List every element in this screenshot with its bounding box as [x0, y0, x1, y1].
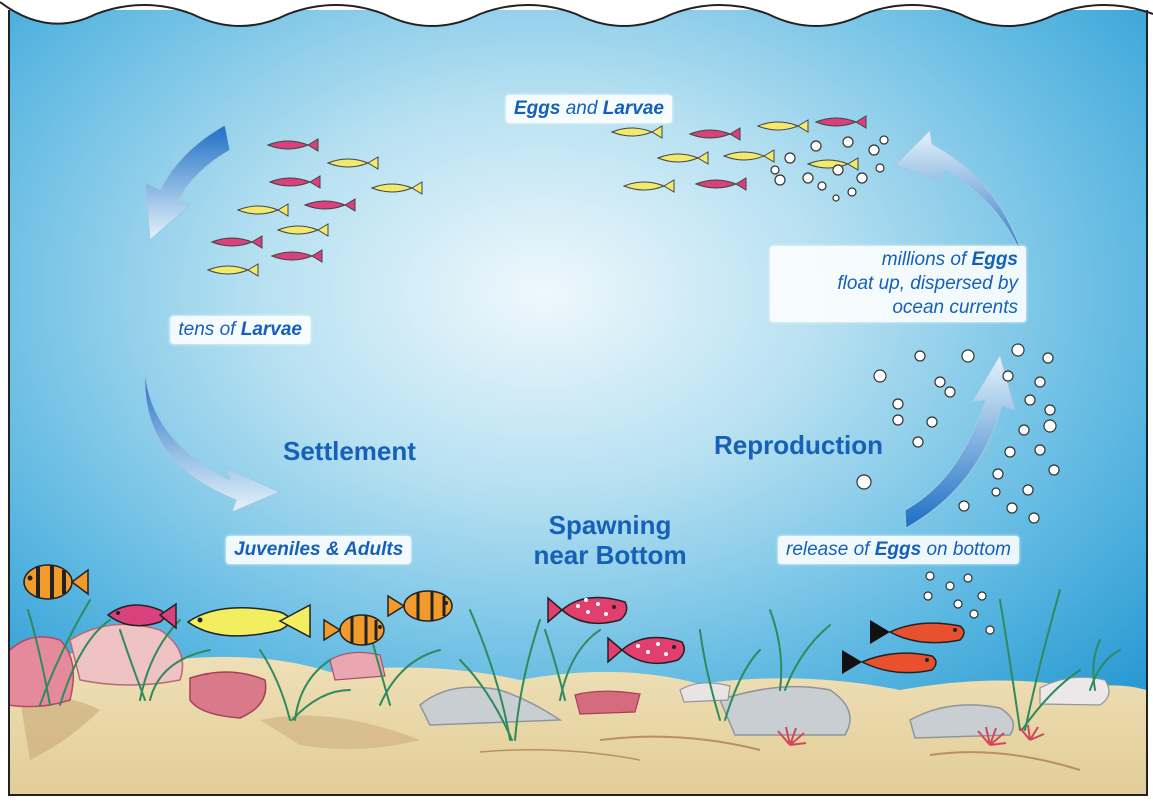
reproduction-title: Reproduction — [714, 430, 883, 460]
larvae-word: Larvae — [241, 319, 302, 340]
juveniles-adults-text: Juveniles & Adults — [234, 539, 403, 560]
near-bottom-line: near Bottom — [520, 540, 700, 570]
millions-of-eggs-label: millions of Eggs float up, dispersed by … — [770, 246, 1026, 322]
eggs-word: Eggs — [875, 539, 921, 560]
tens-of-prefix: tens of — [178, 319, 240, 340]
tens-of-larvae-label: tens of Larvae — [170, 316, 310, 344]
eggs-word: Eggs — [514, 98, 560, 119]
float-up-text: float up, dispersed by — [778, 272, 1018, 296]
and-word: and — [560, 98, 602, 119]
release-of-eggs-label: release of Eggs on bottom — [778, 536, 1019, 564]
spawning-near-bottom-title: Spawning near Bottom — [520, 510, 700, 570]
ocean-currents-text: ocean currents — [778, 296, 1018, 320]
eggs-word: Eggs — [972, 249, 1018, 270]
larvae-word: Larvae — [603, 98, 664, 119]
juveniles-adults-label: Juveniles & Adults — [226, 536, 411, 564]
eggs-and-larvae-label: Eggs and Larvae — [506, 95, 672, 123]
on-bottom-suffix: on bottom — [921, 539, 1011, 560]
settlement-title: Settlement — [283, 436, 416, 466]
spawning-line: Spawning — [520, 510, 700, 540]
millions-of-prefix: millions of — [882, 249, 972, 270]
release-of-prefix: release of — [786, 539, 875, 560]
